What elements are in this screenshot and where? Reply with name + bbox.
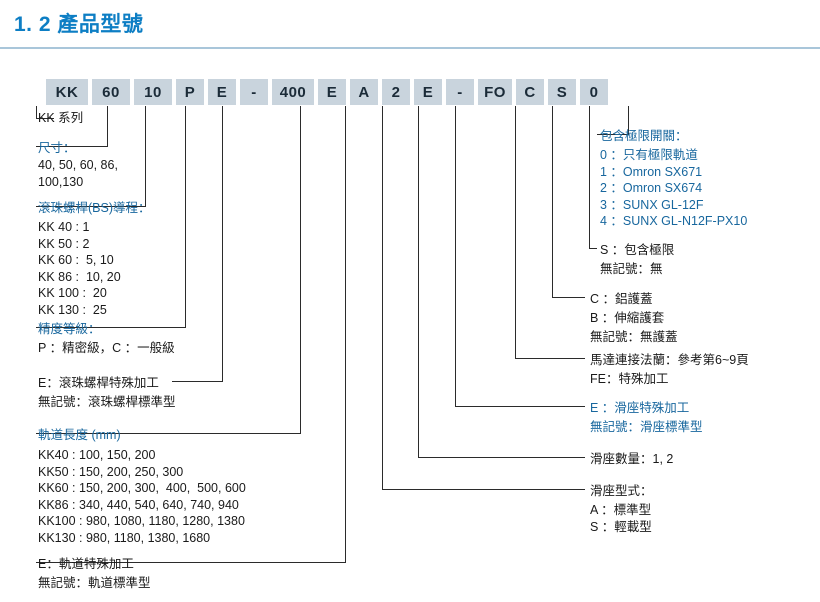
page-title: 1. 2 產品型號 — [14, 13, 144, 36]
leader-line-size — [36, 146, 108, 147]
annotation-size-head: 尺寸： — [38, 141, 76, 155]
code-cell: P — [176, 79, 204, 105]
annotation-slide-special-2: 無記號：滑座標準型 — [590, 420, 703, 434]
annotation-rail-special-1: E：軌道特殊加工 — [38, 557, 134, 571]
code-cell: 400 — [272, 79, 314, 105]
leader-line-slide-special — [455, 406, 585, 407]
code-cell: - — [446, 79, 474, 105]
annotation-grade-head: 精度等級： — [38, 322, 101, 336]
leader-line-limit-s — [589, 106, 590, 248]
leader-line-limit-switch — [597, 134, 629, 135]
annotation-limit-body: 0 ：只有極限軌道 1 ：Omron SX671 2 ：Omron SX674 … — [600, 148, 748, 228]
leader-line-bs-special — [222, 106, 223, 381]
leader-line-flange — [515, 106, 516, 358]
annotation-slide-type-body: A ：標準型 S ：輕載型 — [590, 503, 652, 534]
leader-line-lead — [145, 106, 146, 206]
annotation-bs-special-1: E：滾珠螺桿特殊加工 — [38, 376, 159, 390]
leader-line-lead — [36, 206, 146, 207]
title-divider — [0, 47, 820, 49]
leader-line-slide-qty — [418, 457, 585, 458]
annotation-series: KK 系列 — [38, 111, 84, 125]
leader-line-grade — [36, 327, 186, 328]
code-cell: - — [240, 79, 268, 105]
annotation-size-body: 40, 50, 60, 86, 100,130 — [38, 158, 118, 189]
leader-line-rail-length — [36, 433, 301, 434]
leader-line-slide-special — [455, 106, 456, 406]
code-cell: E — [208, 79, 236, 105]
annotation-slide-special-1: E ：滑座特殊加工 — [590, 401, 690, 415]
code-cell: S — [548, 79, 576, 105]
annotation-lead-head: 滾珠螺桿(BS)導程： — [38, 201, 151, 215]
leader-line-cover — [552, 297, 585, 298]
annotation-grade-body: P ：精密級，C ：一般級 — [38, 341, 175, 355]
annotation-rail-length-head: 軌道長度 (mm) — [38, 428, 121, 442]
annotation-slide-qty: 滑座數量：1, 2 — [590, 452, 674, 466]
leader-line-rail-special — [36, 562, 346, 563]
leader-line-cover — [552, 106, 553, 297]
annotation-rail-special-2: 無記號：軌道標準型 — [38, 576, 151, 590]
code-cell: 10 — [134, 79, 172, 105]
code-cell: E — [414, 79, 442, 105]
code-cell: 2 — [382, 79, 410, 105]
annotation-rail-length-body: KK40 : 100, 150, 200 KK50 : 150, 200, 25… — [38, 448, 246, 545]
annotation-flange-2: FE：特殊加工 — [590, 372, 669, 386]
leader-line-limit-switch — [628, 106, 629, 134]
annotation-cover-1: C ：鋁護蓋 — [590, 292, 653, 306]
leader-line-slide-qty — [418, 106, 419, 457]
leader-line-slide-type — [382, 489, 585, 490]
leader-line-flange — [515, 358, 585, 359]
leader-line-series — [36, 118, 54, 119]
leader-line-limit-s — [589, 248, 597, 249]
leader-line-bs-special — [172, 381, 223, 382]
leader-line-series — [36, 106, 37, 118]
code-cell: A — [350, 79, 378, 105]
code-cell: KK — [46, 79, 88, 105]
leader-line-rail-length — [300, 106, 301, 433]
code-cell: C — [516, 79, 544, 105]
leader-line-size — [107, 106, 108, 146]
annotation-flange-1: 馬達連接法蘭：參考第6~9頁 — [590, 353, 749, 367]
leader-line-grade — [185, 106, 186, 327]
leader-line-rail-special — [345, 106, 346, 562]
annotation-cover-2: B ：伸縮護套 — [590, 311, 665, 325]
code-cell: E — [318, 79, 346, 105]
code-cell: 60 — [92, 79, 130, 105]
code-cell: 0 — [580, 79, 608, 105]
annotation-limit-s-2: 無記號：無 — [600, 262, 663, 276]
annotation-slide-type-head: 滑座型式： — [590, 484, 653, 498]
leader-line-slide-type — [382, 106, 383, 489]
code-cell: FO — [478, 79, 512, 105]
annotation-lead-body: KK 40 : 1 KK 50 : 2 KK 60 : 5, 10 KK 86 … — [38, 220, 121, 317]
annotation-limit-s-1: S ：包含極限 — [600, 243, 675, 257]
annotation-bs-special-2: 無記號：滾珠螺桿標準型 — [38, 395, 176, 409]
product-code-row: KK 60 10 P E - 400 E A 2 E - FO C S 0 — [46, 79, 608, 105]
annotation-limit-head: 包含極限開關： — [600, 129, 688, 143]
annotation-cover-3: 無記號：無護蓋 — [590, 330, 678, 344]
